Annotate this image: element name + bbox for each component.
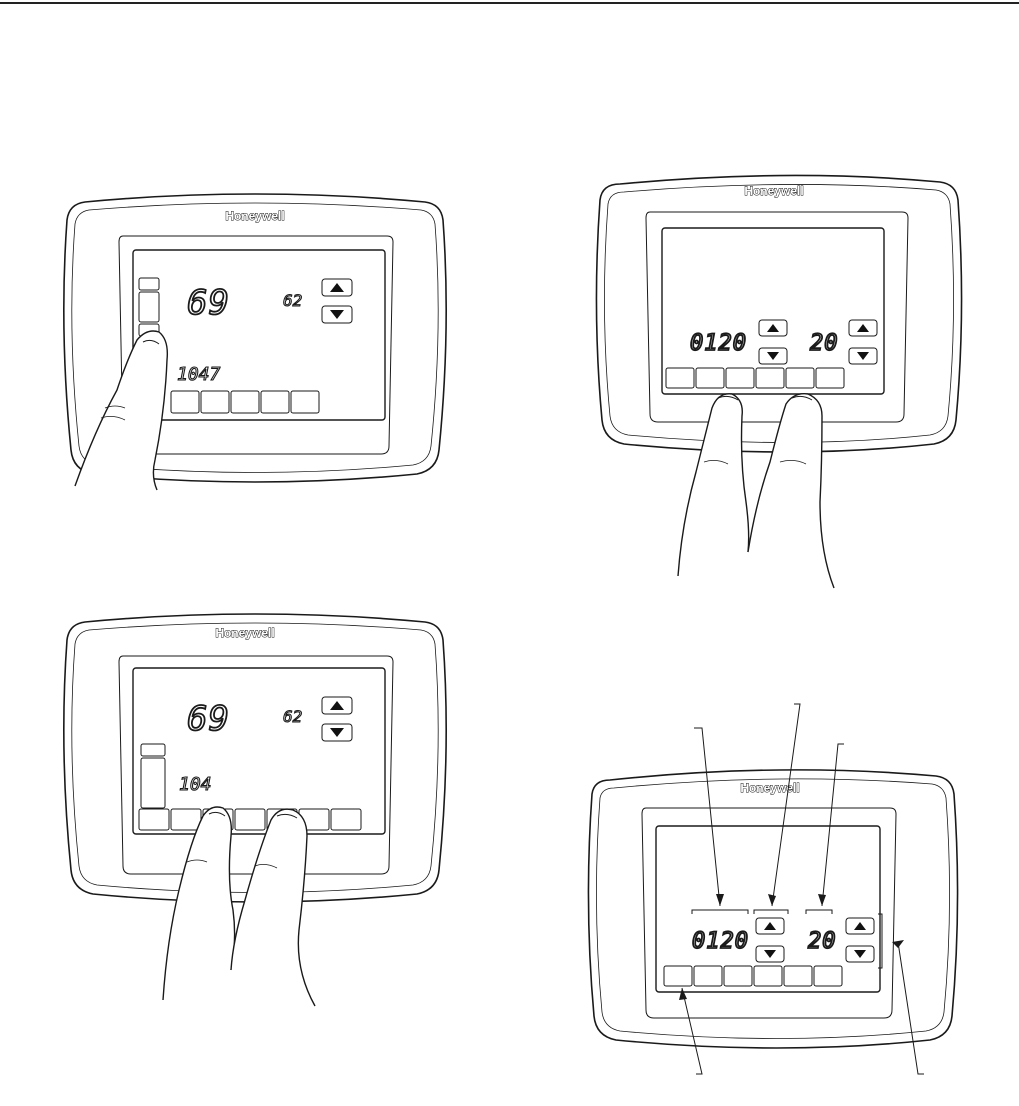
- side-button-top[interactable]: [140, 743, 166, 757]
- down-arrow-icon: [857, 352, 869, 360]
- bottom-button[interactable]: [290, 390, 320, 414]
- thermostat-figure-tr: Honeywell 0120 20: [595, 174, 963, 589]
- brand-logo: Honeywell: [215, 626, 274, 640]
- bottom-button-row: [138, 808, 362, 831]
- brand-logo: Honeywell: [740, 781, 799, 795]
- bottom-button[interactable]: [665, 367, 695, 389]
- screen-bezel: [118, 655, 394, 875]
- down-arrow-icon: [330, 728, 344, 737]
- bottom-button[interactable]: [815, 367, 845, 389]
- bottom-button[interactable]: [170, 808, 202, 831]
- bottom-button[interactable]: [330, 808, 362, 831]
- bottom-button[interactable]: [755, 367, 785, 389]
- bottom-button[interactable]: [200, 390, 230, 414]
- leader-bottom-button: [681, 987, 703, 1075]
- brand-logo: Honeywell: [744, 184, 803, 198]
- bottom-button[interactable]: [785, 367, 815, 389]
- side-panel: [140, 757, 166, 809]
- down-arrow-icon: [764, 950, 776, 958]
- value-number: 20: [808, 929, 837, 954]
- leader-value-arrows: [897, 941, 924, 1075]
- side-button-top[interactable]: [138, 277, 160, 291]
- bracket-code: [691, 909, 749, 914]
- finger-pressing: [74, 330, 169, 491]
- down-arrow-icon: [767, 352, 779, 360]
- bottom-button[interactable]: [753, 965, 783, 987]
- room-temperature: 69: [187, 283, 230, 323]
- callout-leaders: [681, 703, 924, 1075]
- bottom-button[interactable]: [170, 390, 200, 414]
- thermostat-figure-tl: Honeywell 69 62 1047: [63, 193, 447, 491]
- leader-code: [694, 727, 721, 907]
- value-number: 20: [810, 331, 839, 356]
- bottom-button[interactable]: [695, 367, 725, 389]
- bottom-button-row: [170, 390, 320, 414]
- two-fingers-pressing: [162, 806, 316, 1007]
- clock-time: 1047: [177, 364, 221, 385]
- leader-arrowheads: [679, 894, 904, 1000]
- two-fingers-pressing: [677, 393, 835, 589]
- page-top-rule: [0, 2, 1019, 4]
- bottom-button[interactable]: [813, 965, 843, 987]
- screen-bezel: [645, 211, 909, 423]
- bottom-button-row: [665, 367, 845, 389]
- bottom-button[interactable]: [723, 965, 753, 987]
- setpoint-temperature: 62: [283, 707, 302, 726]
- up-arrow-icon: [764, 922, 776, 930]
- bottom-button-row: [663, 965, 843, 987]
- lcd-screen: [655, 825, 881, 993]
- bottom-button[interactable]: [663, 965, 693, 987]
- thermostat-figure-bl: Honeywell 69 62 104: [63, 613, 447, 1007]
- clock-time: 104: [179, 774, 212, 795]
- side-panel: [138, 291, 160, 323]
- bracket-code-arrows: [753, 909, 789, 914]
- screen-bezel: [118, 235, 394, 455]
- bottom-button[interactable]: [260, 390, 290, 414]
- room-temperature: 69: [187, 699, 230, 739]
- leader-code-arrows: [771, 703, 801, 907]
- bracket-value: [805, 909, 833, 914]
- bottom-button[interactable]: [234, 808, 266, 831]
- bottom-button[interactable]: [138, 808, 170, 831]
- screen-bezel: [641, 807, 897, 1019]
- lcd-screen: [661, 227, 885, 395]
- up-arrow-icon: [857, 324, 869, 332]
- bottom-button[interactable]: [783, 965, 813, 987]
- up-arrow-icon: [330, 701, 344, 710]
- code-number: 0120: [690, 331, 747, 356]
- up-arrow-icon: [854, 922, 866, 930]
- bottom-button[interactable]: [693, 965, 723, 987]
- brand-logo: Honeywell: [225, 209, 284, 223]
- leader-value: [821, 743, 844, 907]
- down-arrow-icon: [854, 950, 866, 958]
- bottom-button[interactable]: [725, 367, 755, 389]
- bottom-button[interactable]: [230, 390, 260, 414]
- up-arrow-icon: [330, 283, 344, 292]
- up-arrow-icon: [767, 324, 779, 332]
- thermostat-figure-br: Honeywell 0120 20: [587, 703, 959, 1075]
- setpoint-temperature: 62: [283, 291, 302, 310]
- code-number: 0120: [692, 929, 749, 954]
- down-arrow-icon: [330, 310, 344, 319]
- bracket-value-arrows: [878, 913, 883, 969]
